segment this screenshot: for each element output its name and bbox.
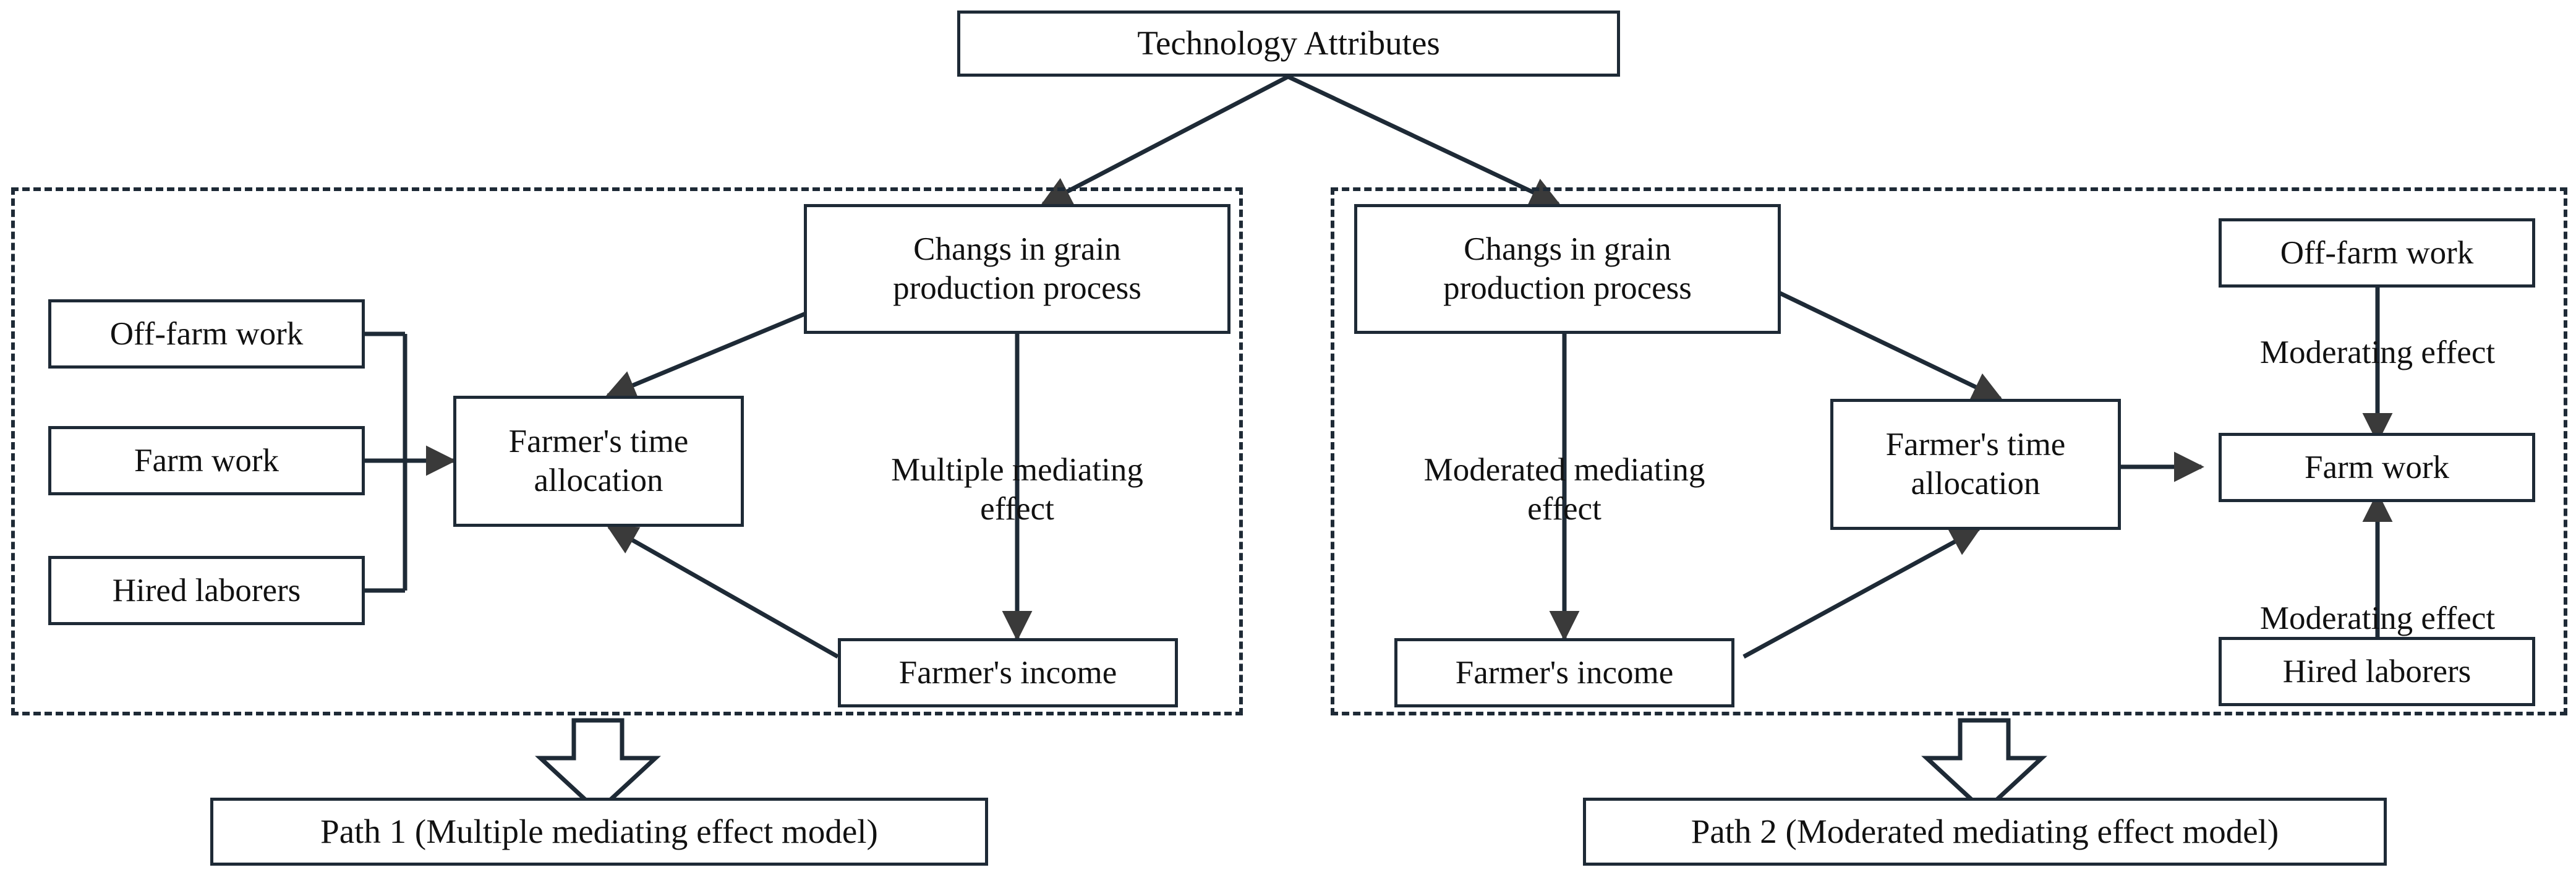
node-right-farmers-time-allocation[interactable]: Farmer's time allocation <box>1830 399 2121 530</box>
edge-tech-to-right-changes <box>1287 74 1561 207</box>
edge-right-changes-to-time <box>1773 288 2003 401</box>
node-right-hired-laborers[interactable]: Hired laborers <box>2219 637 2535 706</box>
edge-label-text: Moderating effect <box>2259 334 2496 370</box>
node-right-off-farm-work[interactable]: Off-farm work <box>2219 218 2535 288</box>
edge-tech-to-left-changes <box>1040 74 1289 207</box>
edge-label-multiple-mediating-effect: Multiple mediating effect <box>825 411 1209 529</box>
node-label: Farm work <box>134 442 279 479</box>
edge-label-moderating-effect-top: Moderating effect <box>2201 294 2554 372</box>
edge-label-text: Multiple mediating effect <box>891 451 1143 527</box>
caption-path2[interactable]: Path 2 (Moderated mediating effect model… <box>1583 798 2387 866</box>
node-label: Off-farm work <box>109 315 304 352</box>
node-left-farmers-income[interactable]: Farmer's income <box>838 638 1178 707</box>
caption-path1[interactable]: Path 1 (Multiple mediating effect model) <box>210 798 988 866</box>
edge-label-moderating-effect-bottom: Moderating effect <box>2201 560 2554 638</box>
edge-left-income-to-time <box>606 524 839 659</box>
node-label: Changs in grain production process <box>1443 231 1692 306</box>
edge-right-income-to-time <box>1742 526 1982 659</box>
node-technology-attributes[interactable]: Technology Attributes <box>957 11 1620 77</box>
block-arrow-path2 <box>1921 718 2047 814</box>
block-arrow-path1 <box>535 718 661 814</box>
node-label: Hired laborers <box>112 572 301 608</box>
edge-left-changes-to-time <box>605 307 817 399</box>
node-left-farmers-time-allocation[interactable]: Farmer's time allocation <box>453 396 744 527</box>
node-left-changes-in-grain-production[interactable]: Changs in grain production process <box>804 204 1230 334</box>
node-left-off-farm-work[interactable]: Off-farm work <box>48 299 365 369</box>
node-label: Farmer's income <box>898 654 1117 691</box>
node-right-farmers-income[interactable]: Farmer's income <box>1394 638 1734 707</box>
node-label: Off-farm work <box>2280 234 2474 271</box>
caption-label: Path 2 (Moderated mediating effect model… <box>1691 812 2279 850</box>
node-left-farm-work[interactable]: Farm work <box>48 426 365 495</box>
node-label: Hired laborers <box>2282 653 2472 689</box>
edge-label-moderated-mediating-effect: Moderated mediating effect <box>1373 411 1756 529</box>
node-label: Farmer's income <box>1455 654 1674 691</box>
node-label: Farm work <box>2304 449 2450 485</box>
edge-label-text: Moderating effect <box>2259 600 2496 636</box>
edge-label-text: Moderated mediating effect <box>1423 451 1705 527</box>
node-label: Technology Attributes <box>1137 24 1440 62</box>
node-right-farm-work[interactable]: Farm work <box>2219 433 2535 502</box>
caption-label: Path 1 (Multiple mediating effect model) <box>320 812 878 850</box>
node-right-changes-in-grain-production[interactable]: Changs in grain production process <box>1354 204 1781 334</box>
node-label: Farmer's time allocation <box>1885 427 2066 501</box>
node-label: Changs in grain production process <box>893 231 1141 306</box>
node-left-hired-laborers[interactable]: Hired laborers <box>48 556 365 625</box>
node-label: Farmer's time allocation <box>508 424 689 498</box>
panel-path1 <box>11 187 1243 715</box>
panel-path2 <box>1331 187 2567 715</box>
